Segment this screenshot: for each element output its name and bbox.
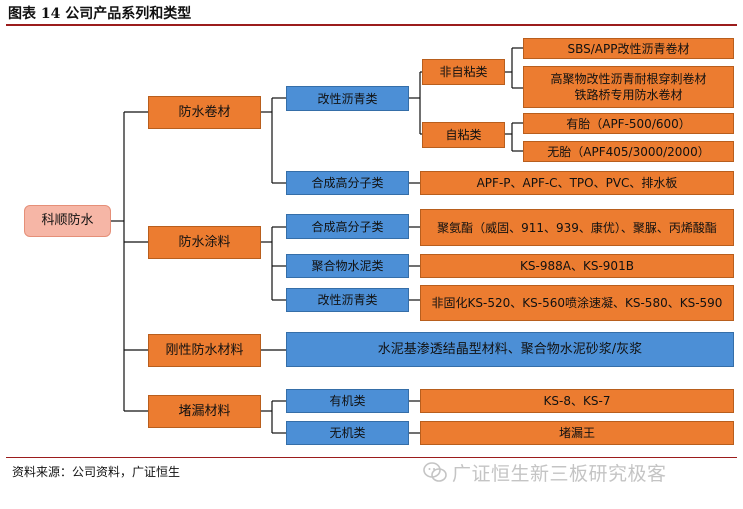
leaf-with-base: 有胎（APF-500/600） bbox=[523, 113, 734, 134]
category-coating: 防水涂料 bbox=[148, 226, 261, 259]
leaf-sbs-app: SBS/APP改性沥青卷材 bbox=[523, 38, 734, 59]
group-non-self-adhesive: 非自粘类 bbox=[422, 59, 505, 85]
watermark-text: 广证恒生新三板研究极客 bbox=[452, 463, 667, 485]
plugging-inorganic: 无机类 bbox=[286, 421, 409, 445]
figure-title: 图表 14 公司产品系列和类型 bbox=[8, 6, 192, 22]
leaf-root-resistant-line1: 高聚物改性沥青耐根穿刺卷材 bbox=[550, 72, 707, 86]
wechat-icon bbox=[423, 462, 447, 482]
coating-polymer-cement: 聚合物水泥类 bbox=[286, 254, 409, 278]
detail-coating-asphalt: 非固化KS-520、KS-560喷涂速凝、KS-580、KS-590 bbox=[420, 285, 734, 321]
plugging-organic: 有机类 bbox=[286, 389, 409, 413]
category-rigid: 刚性防水材料 bbox=[148, 334, 261, 367]
membrane-polymer: 合成高分子类 bbox=[286, 171, 409, 195]
detail-membrane-polymer: APF-P、APF-C、TPO、PVC、排水板 bbox=[420, 171, 734, 195]
detail-plugging-organic: KS-8、KS-7 bbox=[420, 389, 734, 413]
membrane-modified-asphalt: 改性沥青类 bbox=[286, 86, 409, 111]
root-node: 科顺防水 bbox=[24, 205, 111, 237]
detail-rigid: 水泥基渗透结晶型材料、聚合物水泥砂浆/灰浆 bbox=[286, 332, 734, 367]
leaf-root-resistant: 高聚物改性沥青耐根穿刺卷材 铁路桥专用防水卷材 bbox=[523, 66, 734, 108]
detail-coating-polymer-cement: KS-988A、KS-901B bbox=[420, 254, 734, 278]
coating-polymer: 合成高分子类 bbox=[286, 214, 409, 239]
top-divider bbox=[6, 24, 737, 26]
source-note: 资料来源：公司资料，广证恒生 bbox=[12, 465, 181, 479]
detail-coating-polymer: 聚氨酯（威固、911、939、康优）、聚脲、丙烯酸酯 bbox=[420, 209, 734, 246]
leaf-without-base: 无胎（APF405/3000/2000） bbox=[523, 141, 734, 162]
bottom-divider bbox=[6, 457, 737, 458]
coating-modified-asphalt: 改性沥青类 bbox=[286, 288, 409, 312]
detail-plugging-inorganic: 堵漏王 bbox=[420, 421, 734, 445]
group-self-adhesive: 自粘类 bbox=[422, 122, 505, 148]
category-membrane: 防水卷材 bbox=[148, 96, 261, 129]
category-plugging: 堵漏材料 bbox=[148, 395, 261, 428]
leaf-railway-bridge: 铁路桥专用防水卷材 bbox=[574, 88, 683, 102]
